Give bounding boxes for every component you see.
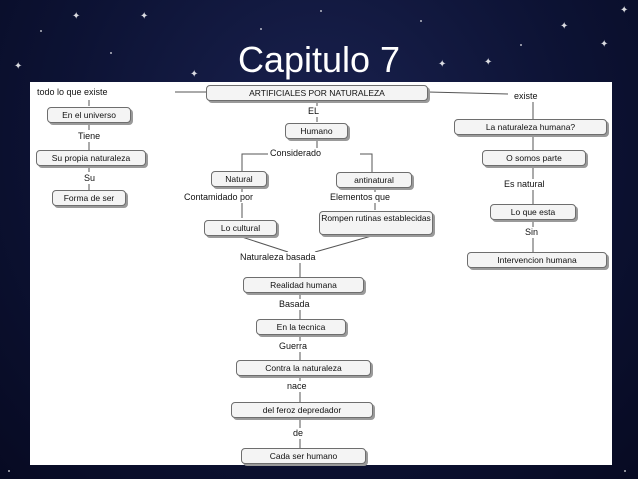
star-dot — [260, 28, 262, 30]
concept-universo: En el universo — [47, 107, 131, 123]
concept-propia-naturaleza: Su propia naturaleza — [36, 150, 146, 166]
link-label: Considerado — [268, 148, 324, 159]
link-label: Naturaleza basada — [238, 252, 318, 263]
star-icon: ✦ — [484, 57, 493, 68]
concept-forma-de-ser: Forma de ser — [52, 190, 126, 206]
link-label: Elementos que — [328, 192, 393, 203]
link-label: de — [291, 428, 306, 439]
concept-intervencion-humana: Intervencion humana — [467, 252, 607, 268]
link-label: nace — [285, 381, 309, 392]
concept-map-panel: todo lo que existe Tiene Su EL Considera… — [30, 82, 612, 465]
concept-feroz-depredador: del feroz depredador — [231, 402, 373, 418]
star-icon: ✦ — [72, 11, 81, 22]
star-dot — [520, 44, 522, 46]
concept-root: ARTIFICIALES POR NATURALEZA — [206, 85, 428, 101]
concept-naturaleza-humana: La naturaleza humana? — [454, 119, 607, 135]
slide-title: Capitulo 7 — [237, 39, 401, 80]
concept-contra-naturaleza: Contra la naturaleza — [236, 360, 371, 376]
link-label: Guerra — [277, 341, 310, 352]
star-dot — [110, 52, 112, 54]
link-label: Contamidado por — [182, 192, 256, 203]
link-label: Basada — [277, 299, 312, 310]
concept-humano: Humano — [285, 123, 348, 139]
star-dot — [420, 20, 422, 22]
star-icon: ✦ — [600, 39, 609, 50]
star-dot — [40, 30, 42, 32]
star-dot — [8, 470, 10, 472]
concept-realidad-humana: Realidad humana — [243, 277, 364, 293]
concept-natural: Natural — [211, 171, 267, 187]
star-icon: ✦ — [620, 5, 629, 16]
concept-rompen-rutinas: Rompen rutinas establecidas — [319, 211, 433, 235]
concept-cada-ser-humano: Cada ser humano — [241, 448, 366, 464]
concept-lo-que-esta: Lo que esta — [490, 204, 576, 220]
star-dot — [320, 10, 322, 12]
star-icon: ✦ — [190, 69, 199, 80]
link-label: existe — [512, 91, 540, 102]
link-label: Es natural — [502, 179, 547, 190]
star-icon: ✦ — [560, 21, 569, 32]
star-dot — [624, 470, 626, 472]
star-icon: ✦ — [14, 61, 23, 72]
connector-lines — [88, 91, 534, 448]
link-label: Su — [82, 173, 98, 184]
star-icon: ✦ — [438, 59, 447, 70]
concept-antinatural: antinatural — [336, 172, 412, 188]
concept-en-la-tecnica: En la tecnica — [256, 319, 346, 335]
link-label: Tiene — [76, 131, 103, 142]
concept-lo-cultural: Lo cultural — [204, 220, 277, 236]
link-label: Sin — [523, 227, 541, 238]
star-icon: ✦ — [140, 11, 149, 22]
concept-somos-parte: O somos parte — [482, 150, 586, 166]
link-label: todo lo que existe — [35, 87, 110, 98]
link-label: EL — [306, 106, 322, 117]
